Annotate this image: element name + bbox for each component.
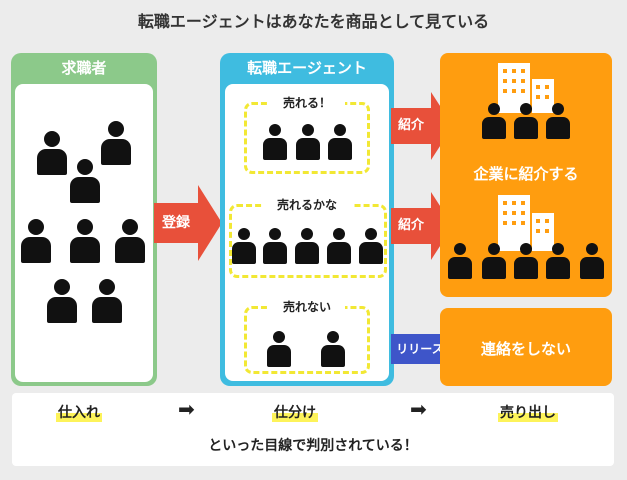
person-icon — [267, 331, 291, 367]
introduce-arrow-1: 紹介 — [391, 92, 453, 160]
introduce-arrow-label: 紹介 — [391, 108, 431, 144]
person-icon — [514, 243, 538, 279]
introduce-company-text: 企業に紹介する — [473, 165, 579, 183]
person-icon — [321, 331, 345, 367]
person-icon — [295, 228, 319, 264]
building-icon — [498, 195, 530, 251]
person-icon — [546, 103, 570, 139]
unsellable-group — [244, 306, 370, 374]
person-icon — [263, 228, 287, 264]
person-icon — [70, 219, 100, 263]
release-arrow-label: リリース — [391, 334, 449, 364]
company-panel: 企業に紹介する — [440, 53, 612, 297]
job-seeker-header: 求職者 — [61, 59, 107, 77]
person-icon — [514, 103, 538, 139]
person-icon — [101, 121, 131, 165]
flow-step-purchase: 仕入れ — [56, 402, 102, 422]
person-icon — [359, 228, 383, 264]
person-icon — [482, 103, 506, 139]
person-icon — [47, 279, 77, 323]
flow-summary-box: 仕入れ ➡ 仕分け ➡ 売り出し といった目線で判別されている！ — [12, 393, 614, 466]
flow-step-sell: 売り出し — [498, 402, 558, 422]
building-icon — [532, 213, 554, 251]
flow-summary-text: といった目線で判別されている！ — [208, 438, 418, 454]
diagram-title: 転職エージェントはあなたを商品として見ている — [137, 12, 490, 31]
introduce-arrow-label: 紹介 — [391, 208, 431, 244]
person-icon — [115, 219, 145, 263]
person-icon — [296, 124, 320, 160]
agent-sorting-area: 売れる！ 売れるかな 売れない — [225, 84, 389, 381]
introduce-arrow-2: 紹介 — [391, 192, 453, 260]
person-icon — [448, 243, 472, 279]
arrow-right-icon: ➡ — [178, 397, 195, 421]
person-icon — [232, 228, 256, 264]
person-icon — [37, 131, 67, 175]
agent-header: 転職エージェント — [247, 59, 367, 77]
job-seeker-crowd — [15, 84, 153, 382]
person-icon — [21, 219, 51, 263]
agent-panel: 転職エージェント 売れる！ 売れるかな 売れない — [220, 53, 394, 386]
no-contact-panel: 連絡をしない — [440, 308, 612, 386]
no-contact-text: 連絡をしない — [480, 340, 571, 358]
maybe-sellable-label: 売れるかな — [262, 196, 352, 213]
person-icon — [70, 159, 100, 203]
arrow-right-icon: ➡ — [410, 397, 427, 421]
sellable-label: 売れる！ — [269, 94, 345, 111]
person-icon — [263, 124, 287, 160]
person-icon — [92, 279, 122, 323]
register-arrow: 登録 — [154, 185, 222, 261]
person-icon — [328, 124, 352, 160]
job-seeker-panel: 求職者 — [11, 53, 157, 386]
flow-step-sort: 仕分け — [272, 402, 318, 422]
person-icon — [482, 243, 506, 279]
person-icon — [580, 243, 604, 279]
person-icon — [327, 228, 351, 264]
building-icon — [532, 79, 554, 113]
person-icon — [546, 243, 570, 279]
unsellable-label: 売れない — [269, 298, 345, 315]
register-arrow-label: 登録 — [154, 203, 198, 243]
